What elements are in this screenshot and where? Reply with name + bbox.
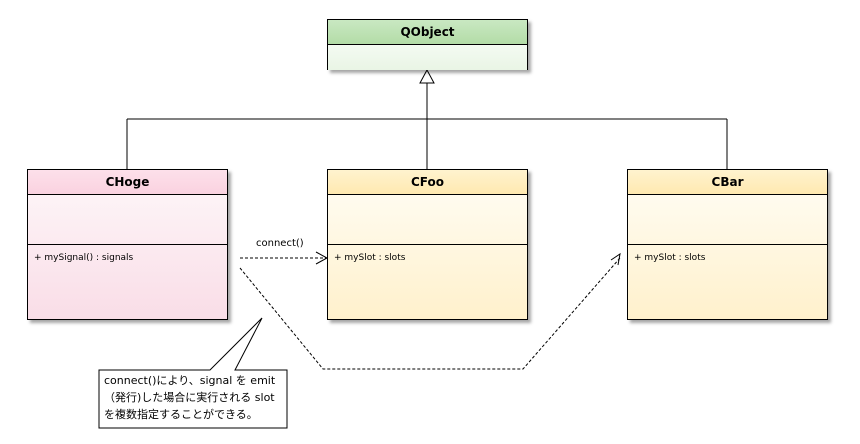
connect-arrow-cbar (239, 257, 621, 370)
note: connect()により、signal を emit （発行)した場合に実行され… (98, 370, 288, 425)
operation: + mySignal() : signals (34, 253, 134, 263)
class-body: + mySlot : slots (628, 195, 827, 319)
attributes-compartment (328, 195, 527, 245)
class-cfoo: CFoo + mySlot : slots (327, 169, 528, 320)
class-choge: CHoge + mySignal() : signals (27, 169, 228, 320)
inheritance-arrowhead (419, 68, 435, 84)
class-name: QObject (328, 20, 527, 45)
class-cbar: CBar + mySlot : slots (627, 169, 828, 320)
class-name: CBar (628, 170, 827, 195)
note-line: を複数指定することができる。 (104, 408, 258, 421)
attributes-compartment (28, 195, 227, 245)
note-line: （発行)した場合に実行される slot (104, 391, 275, 404)
class-qobject: QObject (327, 19, 528, 70)
attributes-compartment (628, 195, 827, 245)
class-body: + mySignal() : signals (28, 195, 227, 319)
class-body: + mySlot : slots (328, 195, 527, 319)
class-body (328, 45, 527, 70)
note-line: connect()により、signal を emit (104, 374, 276, 387)
operation: + mySlot : slots (634, 253, 706, 263)
connect-label: connect() (256, 238, 304, 249)
connect-arrowhead-cbar (610, 252, 621, 266)
operation: + mySlot : slots (334, 253, 406, 263)
class-name: CHoge (28, 170, 227, 195)
class-name: CFoo (328, 170, 527, 195)
note-callout (98, 317, 288, 429)
